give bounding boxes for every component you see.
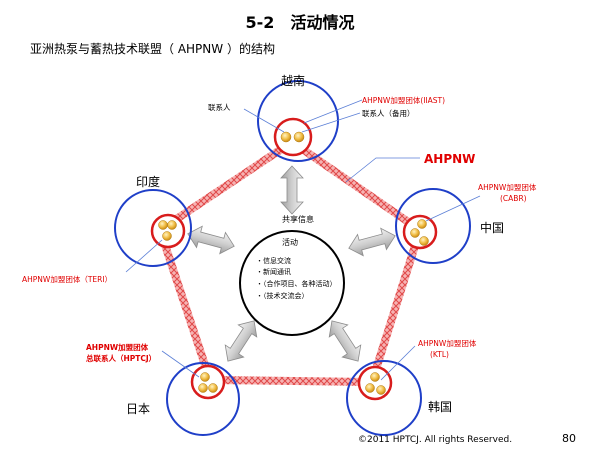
node-india bbox=[114, 189, 192, 267]
callout-kr-member-2: (KTL) bbox=[430, 350, 449, 359]
callout-vn-contact: 联系人 bbox=[208, 102, 231, 112]
activity-item-1: ・信息交流 bbox=[256, 256, 291, 265]
network-pentagon bbox=[155, 137, 425, 387]
vietnam-label: 越南 bbox=[281, 73, 305, 88]
callout-vn-member: AHPNW加盟团体(IIAST) bbox=[362, 95, 445, 105]
china-dot-2 bbox=[410, 228, 420, 238]
callout-kr-member-1: AHPNW加盟团体 bbox=[418, 338, 477, 348]
india-dot-1 bbox=[158, 220, 168, 230]
korea-inner-circle bbox=[357, 365, 393, 401]
activity-item-2: ・新闻通讯 bbox=[256, 267, 291, 276]
callout-cn-member-1: AHPNW加盟团体 bbox=[478, 182, 537, 192]
india-outer-circle bbox=[114, 189, 192, 267]
slide-subtitle: 亚洲热泵与蓄热技术联盟（ AHPNW ）的结构 bbox=[30, 41, 275, 56]
japan-inner-circle bbox=[190, 364, 226, 400]
korea-dot-2 bbox=[365, 383, 375, 393]
copyright-text: ©2011 HPTCJ. All rights Reserved. bbox=[358, 435, 512, 445]
callout-vn-backup: 联系人（备用） bbox=[362, 108, 415, 118]
arrow-korea bbox=[322, 314, 368, 368]
vietnam-outer-circle bbox=[257, 80, 339, 162]
japan-dot-2 bbox=[198, 383, 208, 393]
activity-circle bbox=[239, 230, 345, 336]
callout-line-ahpnw bbox=[345, 157, 420, 183]
callout-line-jp bbox=[161, 350, 200, 378]
india-label: 印度 bbox=[136, 174, 160, 189]
arrow-japan bbox=[218, 314, 264, 368]
callout-jp-member-1: AHPNW加盟团体 bbox=[86, 342, 149, 352]
activity-item-3: ・（合作项目、各种活动） bbox=[256, 279, 337, 288]
activity-item-4: ・（技术交流会） bbox=[256, 291, 309, 300]
shared-info-label: 共享信息 bbox=[282, 214, 314, 224]
vietnam-inner-circle bbox=[273, 117, 313, 157]
japan-dot-3 bbox=[208, 383, 218, 393]
korea-label: 韩国 bbox=[428, 399, 452, 414]
japan-dot-1 bbox=[200, 372, 210, 382]
callout-in-member: AHPNW加盟团体（TERI） bbox=[22, 274, 112, 284]
node-china bbox=[395, 188, 471, 264]
callout-jp-member-2: 总联系人（HPTCJ） bbox=[86, 353, 156, 363]
callout-cn-member-2: (CABR) bbox=[500, 194, 527, 203]
india-dot-2 bbox=[167, 220, 177, 230]
india-dot-3 bbox=[162, 231, 172, 241]
slide-title: 5-2 活动情况 bbox=[246, 13, 355, 32]
ahpnw-label: AHPNW bbox=[424, 152, 475, 166]
arrow-india bbox=[184, 222, 238, 258]
activity-title: 活动 bbox=[282, 237, 298, 247]
china-label: 中国 bbox=[480, 220, 504, 235]
china-dot-3 bbox=[419, 236, 429, 246]
node-vietnam bbox=[257, 80, 339, 162]
china-outer-circle bbox=[395, 188, 471, 264]
arrow-china bbox=[345, 224, 399, 260]
japan-outer-circle bbox=[166, 362, 240, 436]
node-japan bbox=[166, 362, 240, 436]
callout-line-cn bbox=[425, 195, 481, 222]
china-dot-1 bbox=[417, 219, 427, 229]
callout-line-kr bbox=[380, 345, 416, 381]
india-inner-circle bbox=[150, 213, 186, 249]
callout-line-in bbox=[125, 239, 163, 273]
callout-line-vn-contact bbox=[243, 108, 285, 133]
arrow-vietnam bbox=[280, 165, 304, 215]
vietnam-backup-dot bbox=[293, 131, 305, 143]
page-number: 80 bbox=[562, 432, 576, 445]
korea-dot-1 bbox=[370, 372, 380, 382]
japan-label: 日本 bbox=[126, 402, 150, 416]
korea-dot-3 bbox=[376, 385, 386, 395]
callout-line-vn-backup bbox=[301, 112, 361, 133]
node-korea bbox=[346, 360, 422, 436]
korea-outer-circle bbox=[346, 360, 422, 436]
callout-line-vn-member bbox=[303, 99, 363, 124]
vietnam-contact-dot bbox=[280, 131, 292, 143]
